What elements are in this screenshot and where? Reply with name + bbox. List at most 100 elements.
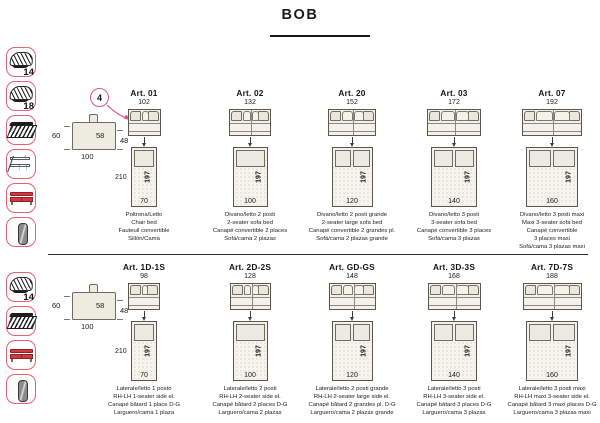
desc-it: Laterale/letto 2 posti <box>223 386 277 392</box>
product-article-code: Art. 03 <box>440 88 468 98</box>
desc-en: 3-seater sofa bed <box>431 220 477 226</box>
product-overall-width: 132 <box>244 99 256 106</box>
sofa-arm-right <box>147 285 158 295</box>
callout-number: 4 <box>90 88 109 107</box>
sofa-arm-left <box>130 285 141 295</box>
sofa-center-split <box>353 284 355 309</box>
sofa-seat-line <box>230 123 270 124</box>
page-title: BOB <box>281 7 319 23</box>
desc-fr: Canapé bâtard 2 places D-G <box>212 402 288 408</box>
transform-arrow <box>298 136 406 147</box>
sofa-base-line <box>129 305 159 306</box>
bed-width-label: 140 <box>448 197 460 205</box>
sofa-arm-left <box>524 285 536 295</box>
title-underline <box>270 35 370 37</box>
sofa-center-split <box>251 284 253 309</box>
bed-pillow <box>553 324 575 341</box>
bed-mattress <box>133 159 155 205</box>
seat-cushion <box>441 111 455 121</box>
product-overall-width: 148 <box>346 273 358 280</box>
seat-cushion <box>243 111 251 121</box>
bed-pillow <box>334 324 351 341</box>
sofa-base-line <box>128 131 160 132</box>
bed-pillow-row <box>134 324 154 341</box>
bed-pillow-row <box>235 324 265 341</box>
seat-cushion <box>536 285 553 295</box>
sofa-closed-view <box>328 283 376 310</box>
product-overall-width: 168 <box>448 273 460 280</box>
desc-es: Larguero/cama 1 plaza <box>113 410 175 416</box>
desc-it: Poltrona/Letto <box>125 212 163 218</box>
desc-es: Sofá/cama 3 plazas <box>428 236 480 242</box>
product-article-code: Art. 02 <box>236 88 264 98</box>
sofa-seat-line <box>428 123 480 124</box>
desc-en: RH-LH 2-seater large side el. <box>313 394 391 400</box>
sofa-arm-left <box>429 285 441 295</box>
bed-length-label: 197 <box>144 171 152 183</box>
product-overall-width: 172 <box>448 99 460 106</box>
sofa-base-line <box>230 305 270 306</box>
transform-arrow <box>298 310 406 321</box>
bed-total-length-label: 210 <box>115 174 127 181</box>
desc-es: Larguero/cama 2 plazas grande <box>310 410 394 416</box>
desc-en: 2-seater sofa bed <box>227 220 273 226</box>
sofa-center-split <box>455 110 456 135</box>
bolster-icon <box>18 380 28 402</box>
transform-arrow <box>400 136 508 147</box>
desc-it: Laterale/letto 1 posto <box>116 386 172 392</box>
bed-pillow <box>434 324 453 341</box>
sofa-base-line <box>523 305 581 306</box>
sofa-arm-left <box>330 285 342 295</box>
bed-pillow-row <box>134 150 154 167</box>
feature-icon-cushion-1: 18 <box>6 81 36 111</box>
bed-pillow <box>134 150 154 167</box>
bed-width-label: 160 <box>546 197 558 205</box>
product-overall-width: 102 <box>138 99 150 106</box>
product-article-code: Art. 1D-1S <box>122 262 166 272</box>
seat-cushion <box>251 285 259 295</box>
seat-cushion <box>142 285 148 295</box>
sofa-seat-line <box>523 123 581 124</box>
desc-fr: Fauteuil convertible <box>118 228 170 234</box>
desc-it: Divano/letto 3 posti <box>428 212 480 218</box>
bed-pillow <box>529 324 551 341</box>
product-article-code: Art. 3D-3S <box>432 262 476 272</box>
sofa-arm-right <box>257 285 269 295</box>
product-overall-width: 188 <box>546 273 558 280</box>
seat-cushion <box>553 111 570 121</box>
bed-pillow <box>353 324 370 341</box>
bed-pillow <box>455 324 474 341</box>
desc-it: Laterale/letto 3 posti maxi <box>518 386 586 392</box>
bed-pillow <box>235 324 265 341</box>
desc-it: Divano/letto 3 posti maxi <box>519 212 585 218</box>
desc-fr: Canapé bâtard 2 grandes pl. D-G <box>308 402 396 408</box>
sofa-arm-right <box>363 111 374 121</box>
side-profile-diagram-top: 60 58 48 100 <box>48 106 140 168</box>
desc-fr: Canapé bâtard 3 places D-G <box>416 402 492 408</box>
desc-en: RH-LH maxi 3-seater side el. <box>514 394 590 400</box>
sofa-closed-view <box>427 283 481 310</box>
sofa-center-split <box>353 110 354 135</box>
desc-en: Chair bed <box>131 220 157 226</box>
desc-fr: Canapé convertible 2 grandes pl. <box>308 228 396 234</box>
bed-length-label: 197 <box>464 171 472 183</box>
bed-pillow-row <box>235 150 265 167</box>
transform-arrow <box>498 310 600 321</box>
bolster-icon <box>18 223 28 245</box>
sofa-seat-line <box>523 297 581 298</box>
bed-length-label: 197 <box>255 345 263 357</box>
product-article-code: Art. 07 <box>538 88 566 98</box>
sofa-closed-view <box>522 109 582 136</box>
bed-pillow <box>353 150 370 167</box>
bed-width-label: 70 <box>140 197 148 205</box>
